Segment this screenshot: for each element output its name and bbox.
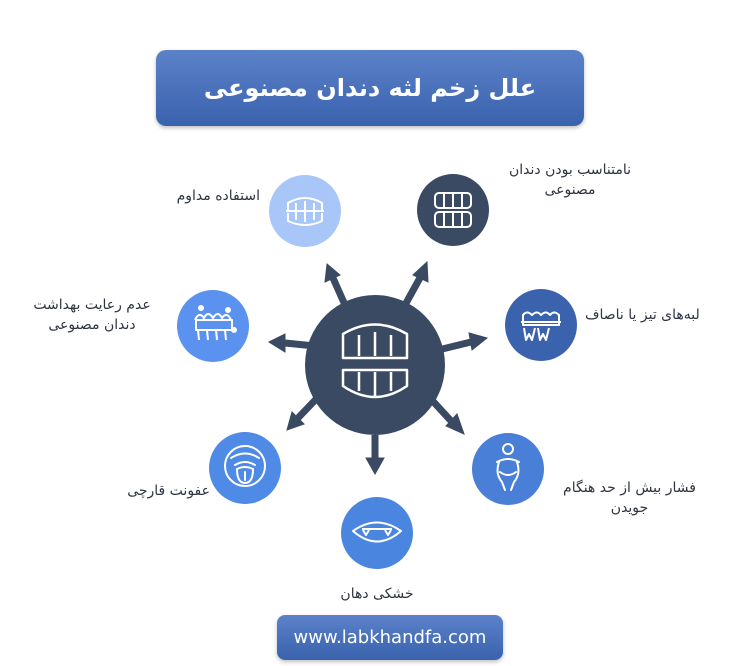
cause-3-node: [472, 433, 544, 505]
website-banner[interactable]: www.labkhandfa.com: [277, 615, 503, 660]
page-title: علل زخم لثه دندان مصنوعی: [203, 74, 537, 102]
cause-4-node: [341, 497, 413, 569]
cause-1-label: نامتناسب بودن دندان مصنوعی: [508, 162, 632, 198]
cause-6-node: [177, 290, 249, 362]
arrow-to-cause-1: [401, 260, 429, 307]
cause-4-label: خشکی دهان: [340, 586, 414, 602]
pressure-person-icon: [496, 443, 520, 491]
center-hub: [305, 295, 445, 435]
cause-3-label: فشار بیش از حد هنگام جویدن: [563, 480, 696, 516]
dentures-icon: [341, 323, 409, 399]
cause-2-node: [505, 289, 577, 361]
cause-2-label: لبه‌های تیز یا ناصاف: [585, 307, 700, 323]
dirty-denture-icon: [194, 305, 237, 341]
denture-wear-icon: [286, 197, 324, 226]
dentures-icon: [434, 192, 472, 228]
dry-mouth-icon: [352, 521, 402, 543]
arrow-to-cause-3: [427, 395, 465, 435]
website-link[interactable]: www.labkhandfa.com: [293, 627, 487, 648]
cause-5-label: عفونت قارچی: [127, 483, 210, 499]
cause-1-node: [417, 174, 489, 246]
arrow-to-cause-4: [365, 435, 385, 476]
cause-7-label: استفاده مداوم: [176, 188, 260, 204]
title-banner: علل زخم لثه دندان مصنوعی: [156, 50, 584, 126]
cause-5-node: [209, 432, 281, 504]
arrow-to-cause-7: [324, 263, 349, 307]
cause-6-label: عدم رعایت بهداشت دندان مصنوعی: [33, 297, 151, 333]
teeth-braces-icon: [521, 311, 561, 341]
fungal-tongue-icon: [224, 445, 266, 487]
cause-7-node: [269, 175, 341, 247]
